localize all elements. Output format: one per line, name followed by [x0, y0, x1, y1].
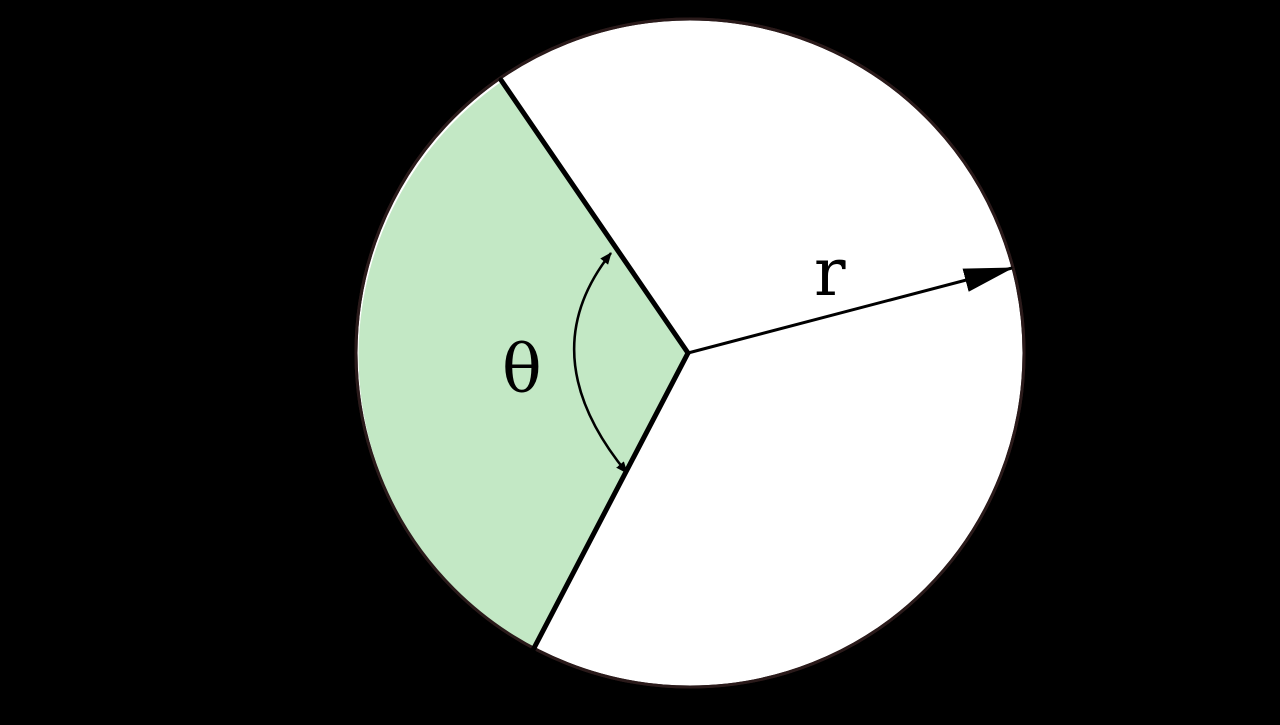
- sector-radius-lower: [530, 350, 691, 653]
- angle-arc: [572, 252, 628, 474]
- radius-label: r: [814, 234, 846, 311]
- angle-label: θ: [502, 331, 542, 408]
- sector-radius-upper: [498, 77, 691, 356]
- radius-arrow: [687, 266, 1014, 355]
- circle-outline: [354, 17, 1026, 689]
